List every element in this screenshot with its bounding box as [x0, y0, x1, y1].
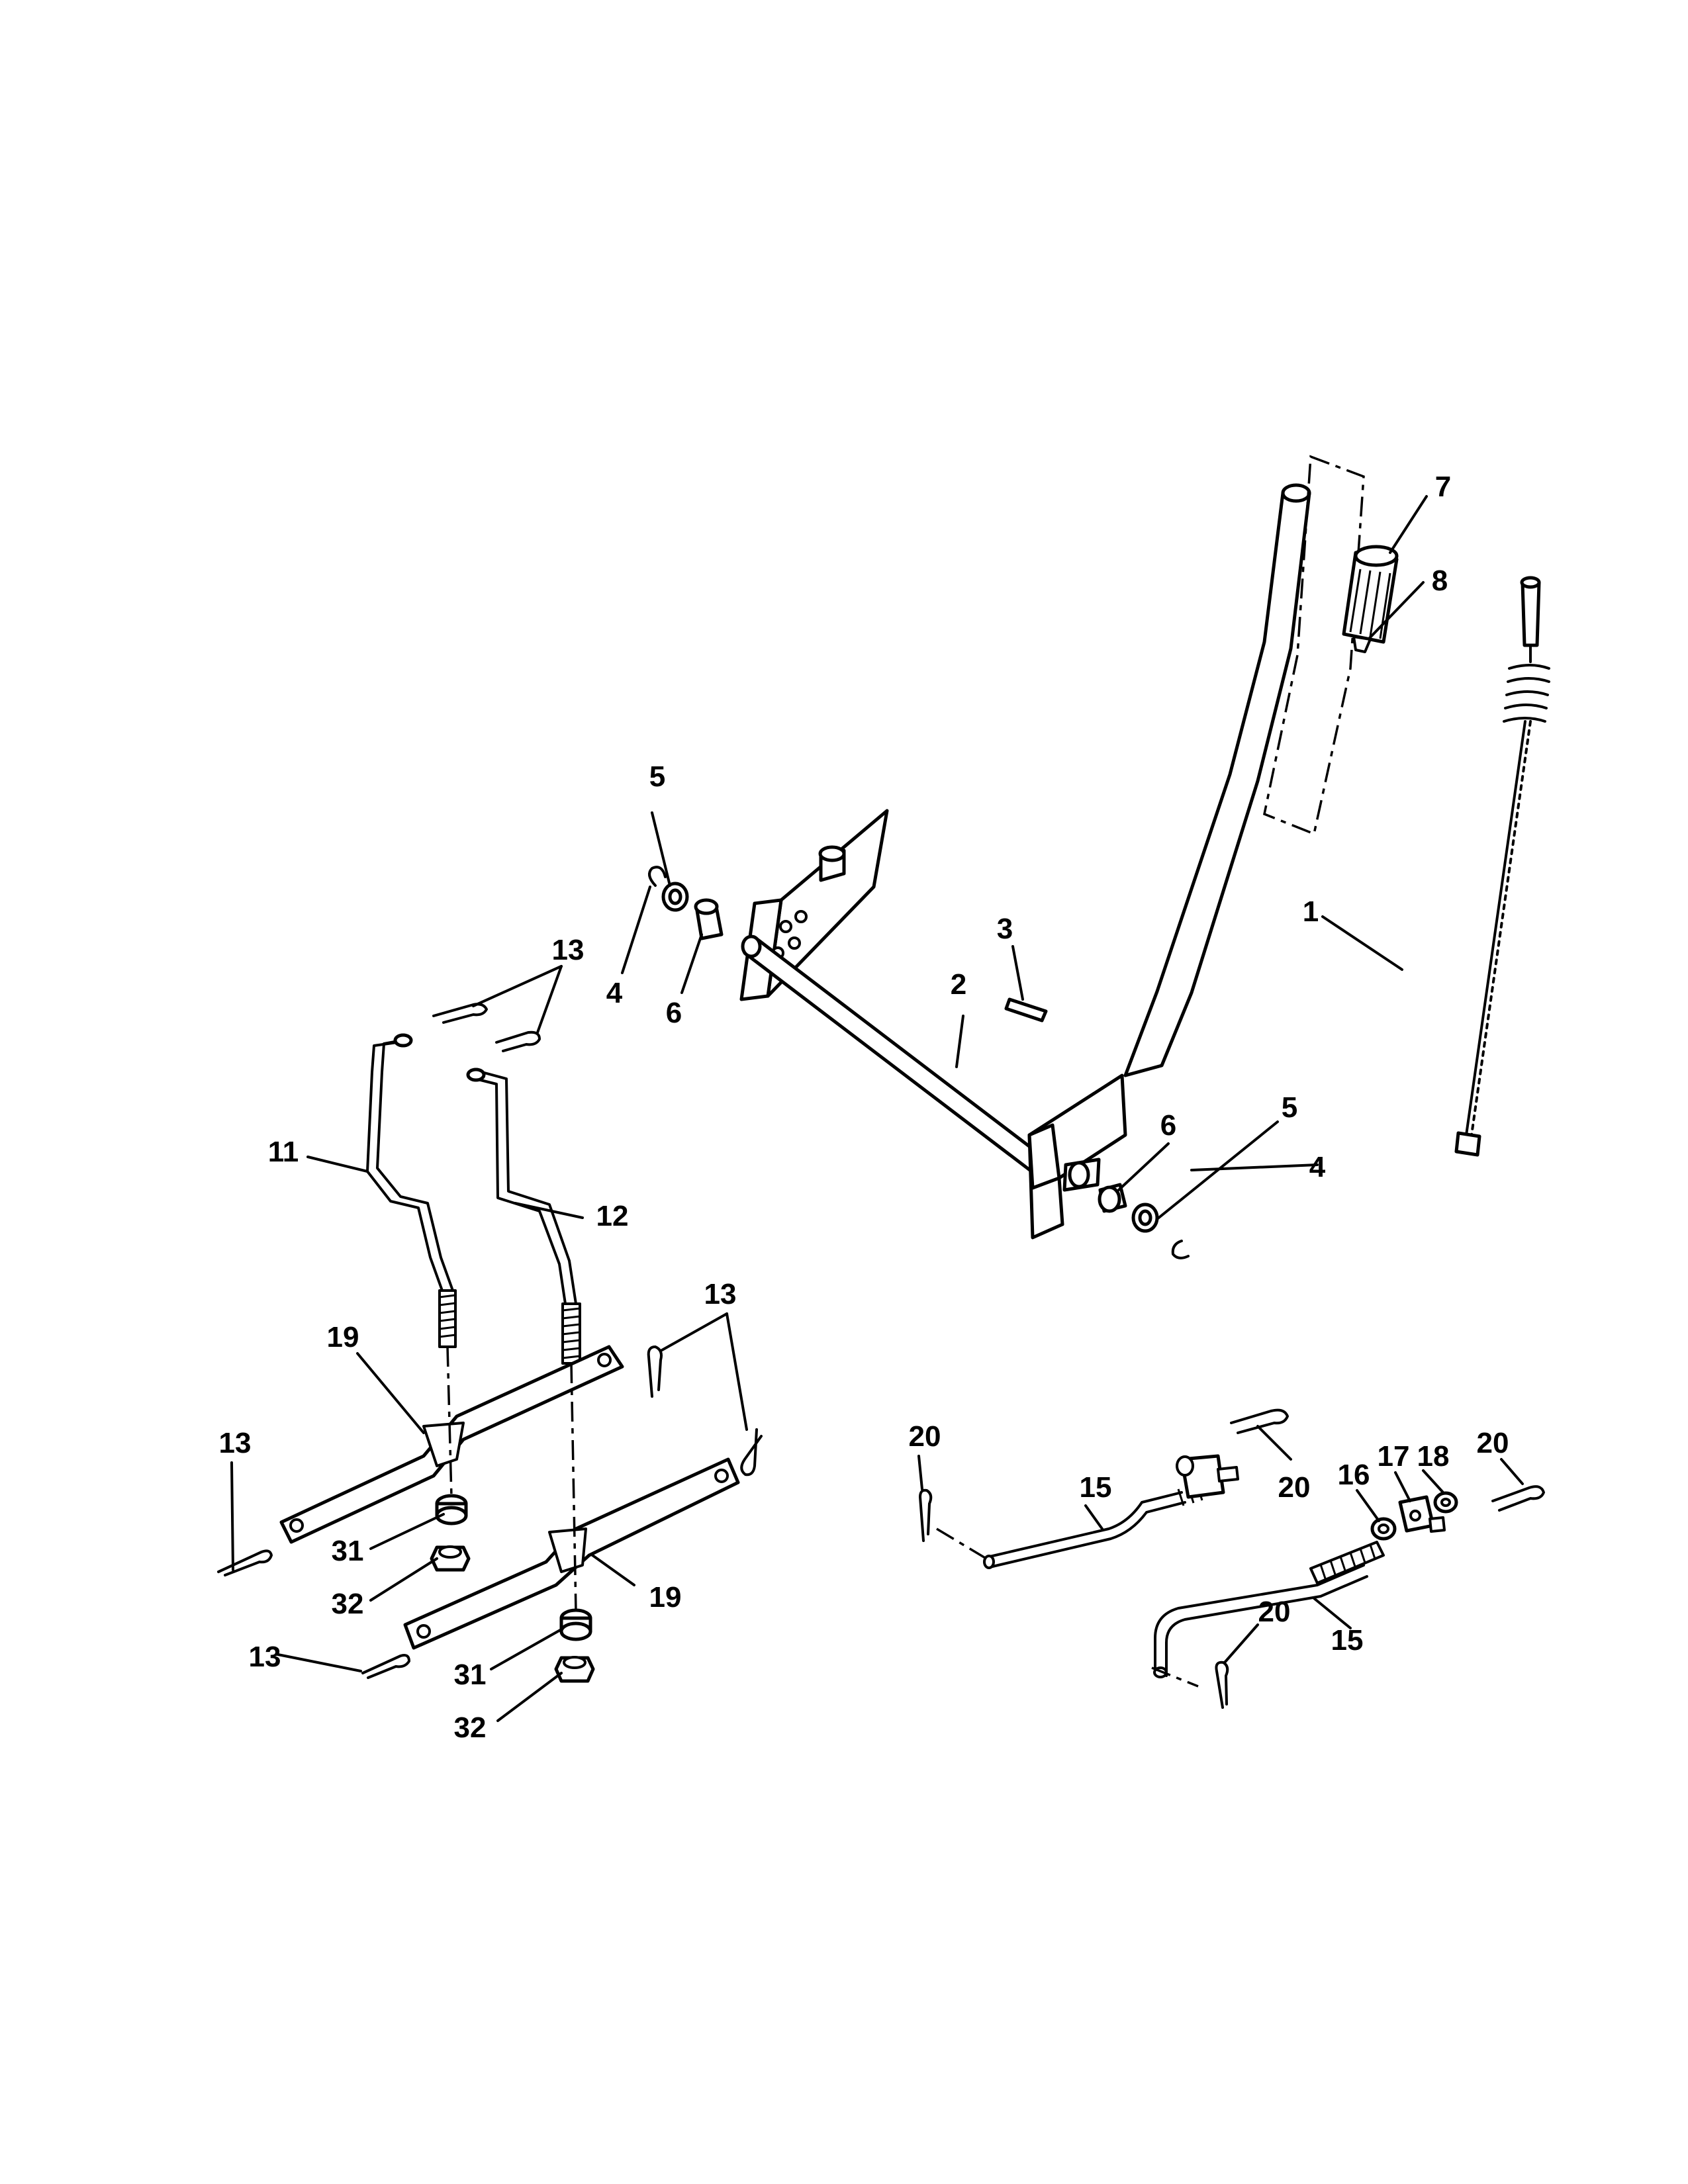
right-clip	[1171, 1240, 1190, 1259]
hairpin-clip-20-upper	[1230, 1408, 1289, 1434]
adjuster-block-17	[1398, 1495, 1446, 1533]
left-bushing	[694, 898, 724, 940]
hairpin-clip-left	[217, 1549, 273, 1576]
callout-label-20-upper: 20	[1278, 1471, 1311, 1504]
callout-label-32-lower: 32	[454, 1711, 487, 1744]
lift-shaft	[741, 934, 1051, 1177]
hairpin-clip-20-left	[919, 1488, 933, 1542]
lift-handle	[1123, 483, 1311, 1077]
callout-label-11: 11	[268, 1136, 299, 1168]
lift-arm-upper	[279, 1345, 624, 1544]
callout-label-5-left: 5	[649, 760, 665, 793]
callout-label-2: 2	[951, 968, 966, 1001]
hairpin-clip-20-lower	[1215, 1661, 1229, 1709]
swivel-block	[1176, 1454, 1239, 1499]
callout-label-31-upper: 31	[332, 1535, 364, 1567]
deck-rod-upper	[983, 1483, 1203, 1569]
left-clip	[648, 866, 667, 887]
right-bushing	[1098, 1183, 1127, 1213]
callout-label-15-upper: 15	[1080, 1471, 1112, 1504]
hairpin-clip-top-a	[432, 1003, 488, 1024]
lift-link-11	[366, 1033, 457, 1348]
callout-label-1: 1	[1303, 895, 1319, 928]
callout-label-18: 18	[1417, 1440, 1450, 1473]
nut-32-upper	[430, 1545, 471, 1572]
lift-arm-lower	[403, 1457, 740, 1650]
callout-label-19-upper: 19	[327, 1321, 359, 1353]
centerline-right	[570, 1363, 577, 1612]
callout-label-7: 7	[1435, 471, 1451, 503]
roll-pin	[1004, 997, 1048, 1023]
hairpin-clip-20-right	[1491, 1485, 1545, 1512]
callout-label-13-left: 13	[219, 1427, 252, 1459]
callout-label-19-lower: 19	[649, 1581, 682, 1614]
bushing-31-upper	[435, 1494, 468, 1525]
hairpin-clip-top-b	[495, 1030, 541, 1052]
washer-16	[1370, 1517, 1397, 1541]
callout-label-12: 12	[596, 1200, 629, 1232]
callout-label-32-upper: 32	[332, 1588, 364, 1620]
callout-label-4-left: 4	[606, 977, 623, 1009]
leader-lines	[230, 495, 1524, 1722]
callout-label-15-lower: 15	[1331, 1624, 1364, 1657]
callout-label-8: 8	[1432, 565, 1448, 597]
handle-grip-outline	[1262, 455, 1365, 836]
assembly-line-deck-lower	[1151, 1666, 1199, 1688]
handle-grip	[1342, 545, 1399, 644]
hairpin-clip-mid-b	[740, 1428, 763, 1477]
right-washer	[1131, 1203, 1159, 1233]
callout-label-6-right: 6	[1160, 1109, 1176, 1142]
mounting-plate	[739, 809, 889, 1001]
hairpin-clip-bottom	[361, 1654, 410, 1679]
callout-label-20-lower: 20	[1258, 1596, 1291, 1628]
nut-18	[1433, 1491, 1458, 1514]
callout-label-31-lower: 31	[454, 1659, 487, 1691]
shaft-bracket	[1027, 1073, 1127, 1240]
hairpin-clip-mid-a	[647, 1345, 663, 1398]
lift-link-12	[466, 1068, 581, 1365]
callout-label-20-right: 20	[1477, 1427, 1509, 1459]
bushing-31-lower	[559, 1608, 592, 1641]
callout-label-6-left: 6	[666, 997, 682, 1029]
centerline-left	[446, 1346, 453, 1498]
callout-label-20-left: 20	[909, 1420, 941, 1453]
callout-label-3: 3	[997, 913, 1013, 945]
callout-label-13-mid: 13	[704, 1278, 737, 1310]
left-washer	[661, 882, 689, 912]
callout-label-5-right: 5	[1282, 1091, 1297, 1124]
callout-label-17: 17	[1378, 1440, 1410, 1473]
callout-label-13-top: 13	[552, 934, 585, 966]
assembly-line-deck-upper	[936, 1527, 987, 1560]
callout-label-13-bottom: 13	[249, 1641, 281, 1673]
callout-label-16: 16	[1338, 1459, 1370, 1491]
callout-label-4-right: 4	[1309, 1151, 1326, 1183]
nut-32-lower	[554, 1656, 595, 1683]
spring-rod	[1454, 576, 1550, 1157]
grip-screw	[1352, 635, 1372, 653]
